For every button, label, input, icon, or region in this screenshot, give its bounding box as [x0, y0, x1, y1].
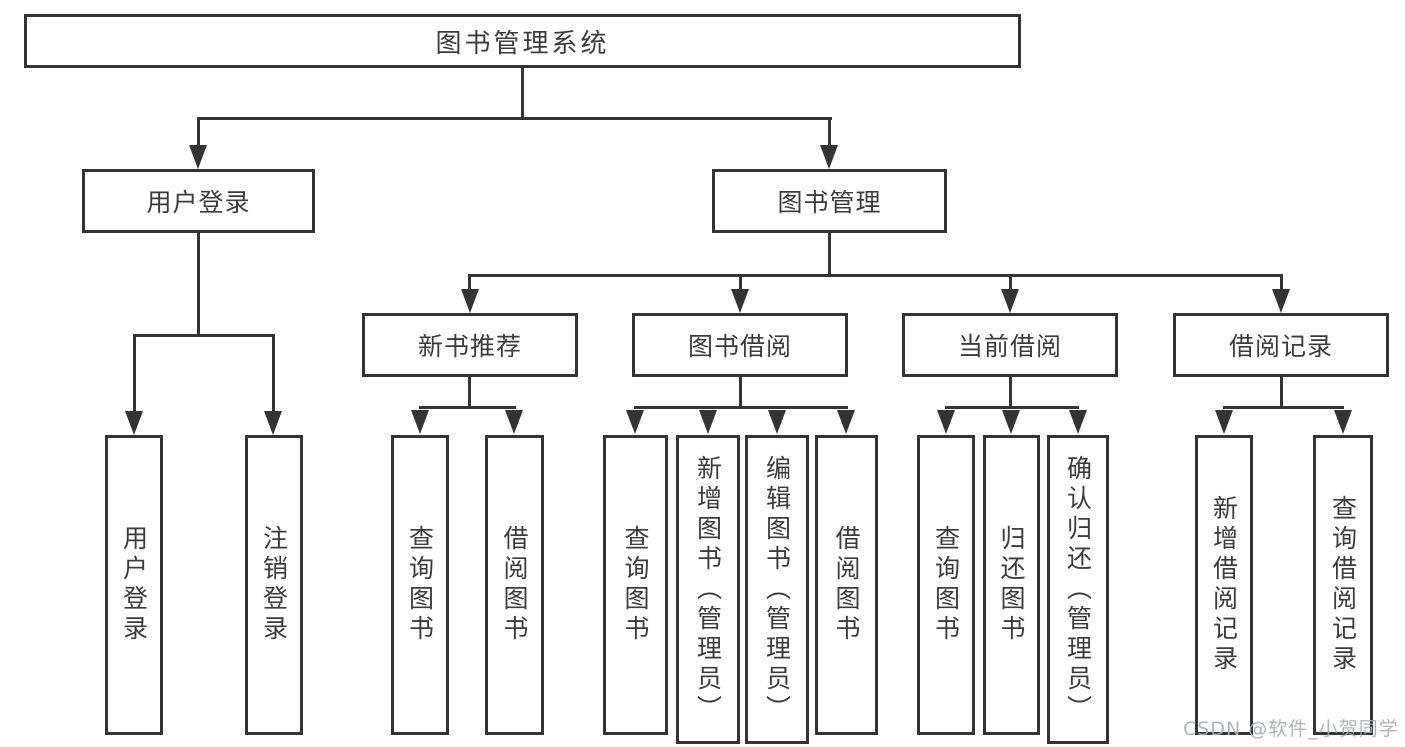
watermark: CSDN @软件_小贺同学: [1183, 718, 1399, 740]
connector-current-borrow-split: [945, 406, 1079, 409]
leaf-label: 确认归还（管理员）: [1063, 454, 1093, 725]
arrowhead-down-icon: [461, 289, 479, 313]
connector-root-trunk: [521, 68, 524, 120]
connector-current-borrow-trunk: [1009, 377, 1012, 407]
leaf-edit-books-admin: 编辑图书（管理员）: [745, 435, 809, 744]
node-user-login: 用户登录: [82, 169, 315, 233]
connector-new-book-trunk: [468, 377, 471, 407]
leaf-label: 用户登录: [119, 525, 149, 645]
leaf-borrow-books-1: 借阅图书: [485, 435, 544, 735]
leaf-label: 注销登录: [259, 525, 289, 645]
leaf-user-login: 用户登录: [105, 435, 163, 735]
connector-new-book-split: [419, 406, 516, 409]
connector-stub-new-book: [468, 277, 471, 290]
arrowhead-down-icon: [699, 410, 717, 434]
arrowhead-down-icon: [820, 145, 838, 169]
leaf-query-books-3: 查询图书: [917, 435, 975, 735]
connector-book-management-split: [468, 274, 1283, 277]
connector-book-borrow-trunk: [739, 377, 742, 407]
arrowhead-down-icon: [1069, 410, 1087, 434]
node-borrowing-records: 借阅记录: [1173, 313, 1389, 377]
arrowhead-down-icon: [125, 411, 143, 435]
arrowhead-down-icon: [1002, 410, 1020, 434]
leaf-return-books: 归还图书: [983, 435, 1040, 735]
arrowhead-down-icon: [1215, 410, 1233, 434]
leaf-label: 归还图书: [997, 525, 1026, 645]
node-book-borrowing: 图书借阅: [632, 313, 848, 377]
leaf-label: 借阅图书: [500, 525, 529, 645]
leaf-query-borrow-record: 查询借阅记录: [1313, 435, 1373, 735]
leaf-add-books-admin: 新增图书（管理员）: [676, 435, 740, 744]
node-library-system: 图书管理系统: [24, 14, 1021, 68]
arrowhead-down-icon: [505, 410, 523, 434]
leaf-label: 编辑图书（管理员）: [762, 454, 792, 725]
arrowhead-down-icon: [189, 145, 207, 169]
leaf-label: 借阅图书: [832, 525, 861, 645]
node-book-management: 图书管理: [712, 169, 947, 233]
connector-user-login-split: [133, 334, 275, 337]
node-new-book-recommend: 新书推荐: [362, 313, 578, 377]
leaf-label: 查询图书: [931, 525, 961, 645]
arrowhead-down-icon: [937, 410, 955, 434]
connector-stub-book-borrow: [739, 277, 742, 290]
leaf-label: 查询借阅记录: [1328, 495, 1358, 675]
arrowhead-down-icon: [626, 410, 644, 434]
connector-root-split: [197, 117, 832, 120]
connector-borrow-record-split: [1223, 406, 1344, 409]
arrowhead-down-icon: [837, 410, 855, 434]
arrowhead-down-icon: [1272, 289, 1290, 313]
leaf-label: 新增借阅记录: [1209, 495, 1239, 675]
connector-borrow-record-trunk: [1280, 377, 1283, 407]
connector-stub-leaf: [272, 337, 275, 413]
connector-user-login-trunk: [197, 233, 200, 336]
connector-book-borrow-split: [634, 406, 848, 409]
leaf-add-borrow-record: 新增借阅记录: [1195, 435, 1253, 735]
arrowhead-down-icon: [731, 289, 749, 313]
node-current-borrowing: 当前借阅: [902, 313, 1118, 377]
leaf-label: 新增图书（管理员）: [693, 454, 723, 725]
leaf-query-books-2: 查询图书: [603, 435, 668, 735]
connector-stub-leaf: [133, 337, 136, 413]
arrowhead-down-icon: [1001, 289, 1019, 313]
leaf-confirm-return-admin: 确认归还（管理员）: [1047, 435, 1109, 744]
connector-stub-borrow-record: [1280, 277, 1283, 290]
leaf-logout-login: 注销登录: [245, 435, 303, 735]
leaf-label: 查询图书: [405, 525, 435, 645]
connector-book-management-trunk: [828, 233, 831, 276]
connector-stub-user-login: [197, 120, 200, 147]
arrowhead-down-icon: [1334, 410, 1352, 434]
arrowhead-down-icon: [264, 411, 282, 435]
arrowhead-down-icon: [768, 410, 786, 434]
arrowhead-down-icon: [411, 410, 429, 434]
leaf-query-books-1: 查询图书: [391, 435, 449, 735]
leaf-borrow-books-2: 借阅图书: [815, 435, 878, 735]
connector-stub-current-borrow: [1009, 277, 1012, 290]
leaf-label: 查询图书: [621, 525, 650, 645]
connector-stub-book-management: [828, 120, 831, 147]
